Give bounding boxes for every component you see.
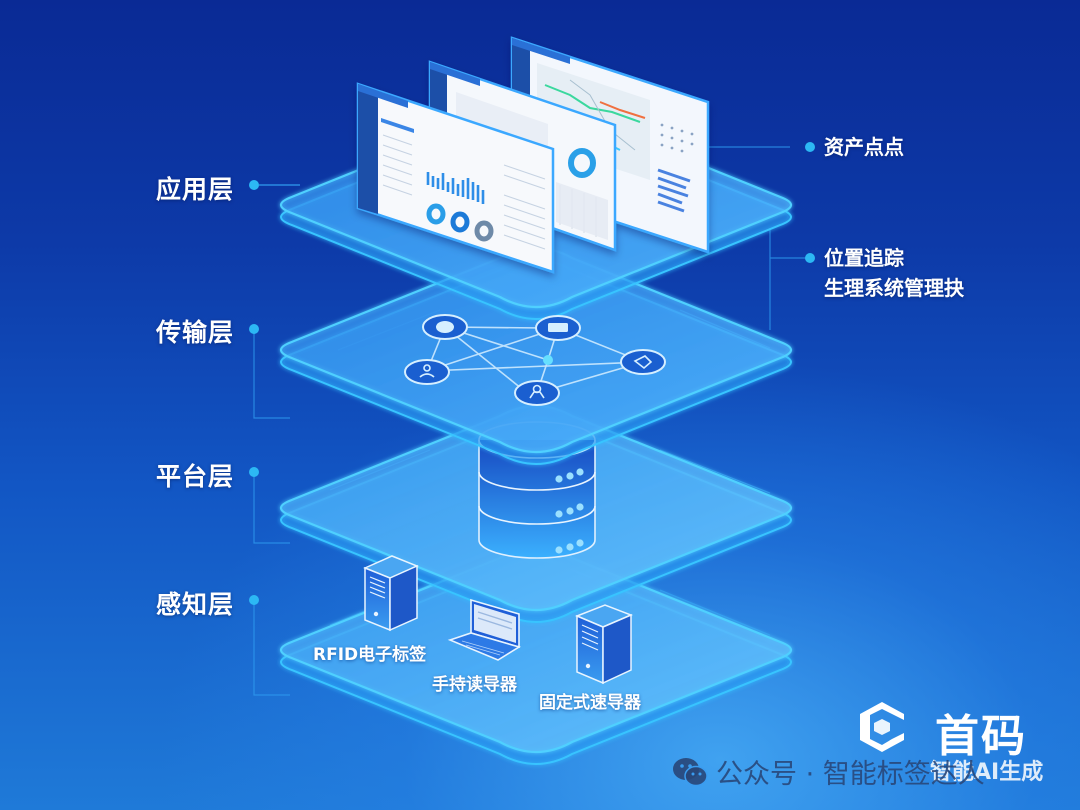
network-hub-dot xyxy=(543,355,553,365)
donut-thumbnails xyxy=(426,203,494,242)
application-screens xyxy=(356,36,710,274)
layer-label-perception: 感知层 xyxy=(156,590,235,619)
dot-callout-1 xyxy=(805,142,815,152)
network-node-location xyxy=(620,349,666,375)
network-node-tag xyxy=(514,380,560,406)
left-connector-platform xyxy=(253,472,290,544)
tower-server-icon-fixed xyxy=(575,604,633,685)
transport-plate xyxy=(279,247,793,465)
layer-label-transport: 传输层 xyxy=(156,318,235,347)
callout-tracking-line-1: 位置追踪 xyxy=(824,246,904,270)
inter-plate-line-6 xyxy=(659,589,771,636)
network-node-folder xyxy=(535,315,581,341)
brand-logo-icon xyxy=(860,702,904,752)
label-dots xyxy=(249,142,815,605)
laptop-icon-handheld xyxy=(447,598,521,661)
callout-tracking-line-2: 生理系统管理抉 xyxy=(824,276,964,300)
dot-transport xyxy=(249,324,259,334)
inter-plate-line-4 xyxy=(659,449,771,494)
callout-asset-line: 资产点点 xyxy=(824,135,904,159)
right-connector-callout-2 xyxy=(769,228,808,330)
dot-application xyxy=(249,180,259,190)
left-connector-perception xyxy=(253,600,290,696)
left-connector-transport xyxy=(253,330,290,419)
brand-logo-text: 首码 xyxy=(935,711,1027,762)
callout-tracking: 位置追踪 生理系统管理抉 xyxy=(824,243,964,303)
network-node-user xyxy=(404,359,450,385)
dot-perception xyxy=(249,595,259,605)
screen-charts-dashboard xyxy=(356,82,555,274)
tower-server-icon-rfid xyxy=(363,555,419,632)
brand-logo-subtext: 智能AI生成 xyxy=(930,760,1044,785)
device-label-handheld: 手持读导器 xyxy=(432,675,517,695)
dot-callout-2 xyxy=(805,253,815,263)
device-label-fixed: 固定式速导器 xyxy=(539,693,641,713)
wechat-watermark: 公众号 · 智能标签达人 xyxy=(672,752,985,791)
bar-chart-thumbnail xyxy=(426,172,485,204)
dot-platform xyxy=(249,467,259,477)
callout-asset: 资产点点 xyxy=(824,132,904,162)
network-node-shield xyxy=(422,314,468,340)
layer-label-platform: 平台层 xyxy=(156,462,235,491)
layer-label-application: 应用层 xyxy=(156,175,235,204)
transport-network xyxy=(404,314,666,406)
device-label-rfid: RFID电子标签 xyxy=(313,645,427,665)
watermark-text: 公众号 · 智能标签达人 xyxy=(716,759,985,790)
wechat-icon xyxy=(672,757,708,787)
